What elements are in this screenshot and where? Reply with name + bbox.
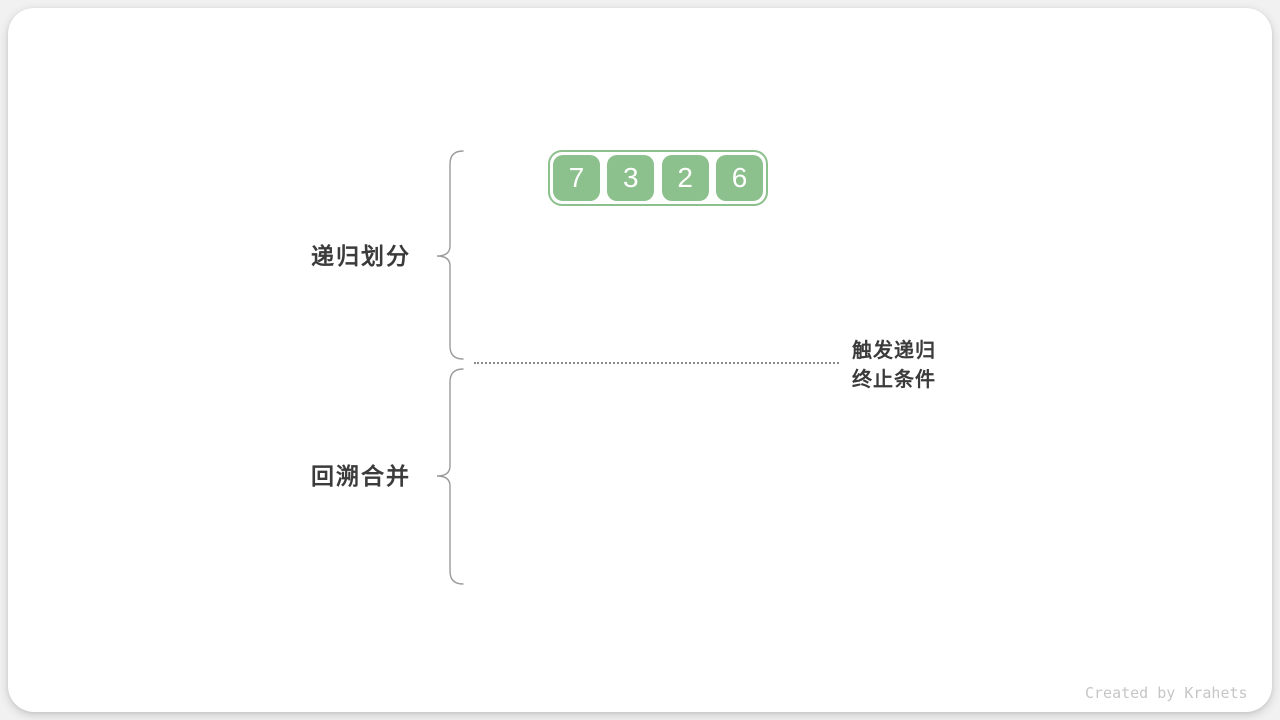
array-cell: 2 — [661, 155, 709, 201]
termination-condition-label: 触发递归 终止条件 — [852, 337, 936, 395]
array-cell: 6 — [715, 155, 763, 201]
figure-card: 7 3 2 6 递归划分 回溯合并 触发递归 终止条件 Created by K… — [8, 8, 1272, 712]
array-cell: 7 — [553, 155, 600, 201]
merge-brace — [436, 368, 464, 585]
divide-brace — [436, 150, 464, 360]
termination-condition-line1: 触发递归 — [852, 340, 936, 362]
divide-phase-label: 递归划分 — [311, 243, 411, 269]
array-cell: 3 — [607, 155, 655, 201]
array-container: 7 3 2 6 — [548, 150, 768, 206]
phase-braces — [436, 150, 464, 585]
credit-text: Created by Krahets — [1085, 684, 1248, 702]
termination-condition-line2: 终止条件 — [852, 369, 936, 391]
termination-dotted-line — [474, 362, 839, 364]
merge-phase-label: 回溯合并 — [311, 463, 411, 489]
